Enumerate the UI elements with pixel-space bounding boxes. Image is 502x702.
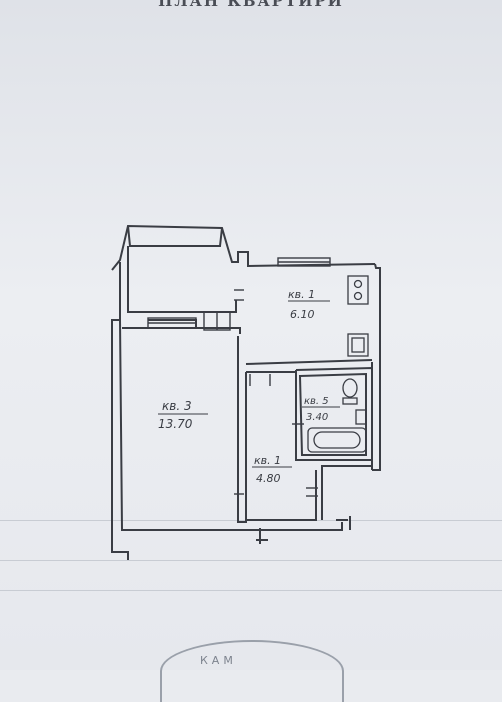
room-code: кв. 1 (288, 288, 315, 301)
room-label-kitchen: кв. 1 6.10 (288, 288, 330, 321)
washbasin-icon (355, 409, 367, 425)
toilet-icon (342, 378, 358, 405)
room-code: кв. 3 (162, 399, 192, 413)
room-label-living: кв. 3 13.70 (158, 399, 208, 431)
stove-icon (347, 275, 369, 305)
bathtub-icon (307, 427, 367, 453)
faint-line (0, 560, 502, 561)
room-area: 3.40 (306, 412, 328, 423)
stamp-text: КАМ (200, 654, 237, 667)
room-code: кв. 5 (304, 396, 329, 407)
room-code: кв. 1 (254, 454, 281, 467)
room-label-bathroom: кв. 5 3.40 (302, 396, 340, 423)
sink-icon (347, 333, 369, 357)
room-area: 4.80 (256, 472, 281, 485)
windows (147, 257, 331, 331)
walls (111, 224, 381, 560)
floor-plan: кв. 1 6.10 кв. 3 13.70 кв. 5 3.40 кв. 1 … (111, 224, 381, 560)
room-label-hall: кв. 1 4.80 (252, 454, 292, 485)
page-title: ПЛАН КВАРТИРИ (158, 0, 344, 10)
stamp-seal (160, 640, 344, 702)
faint-line (0, 590, 502, 591)
room-area: 13.70 (158, 417, 193, 431)
door-ticks (234, 289, 318, 497)
room-area: 6.10 (290, 308, 315, 321)
